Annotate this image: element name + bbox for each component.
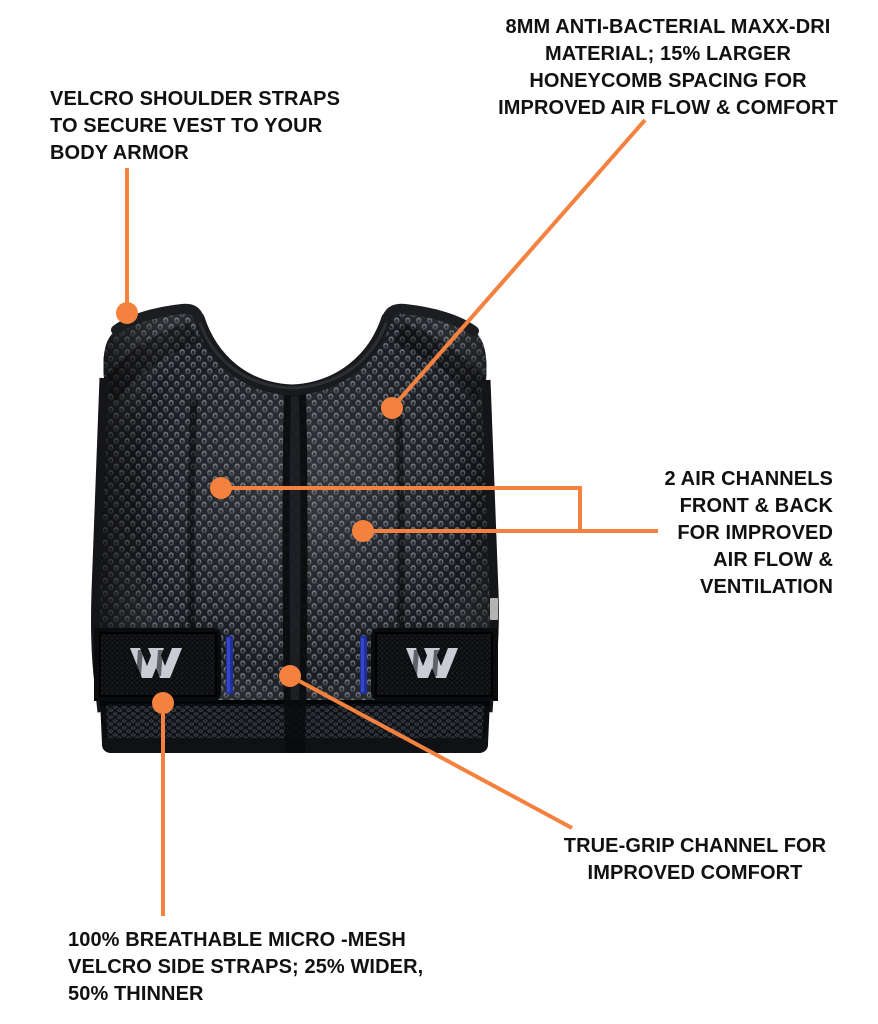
callout-text-maxx-dri-material: 8MM ANTI-BACTERIAL MAXX-DRI MATERIAL; 15…: [498, 16, 838, 119]
callout-text-true-grip-channel: TRUE-GRIP CHANNEL FOR IMPROVED COMFORT: [563, 835, 827, 884]
product-vest-image: [86, 292, 526, 762]
callout-text-velcro-shoulder-straps: VELCRO SHOULDER STRAPS TO SECURE VEST TO…: [50, 88, 341, 164]
callout-text-breathable-side-straps: 100% BREATHABLE MICRO -MESH VELCRO SIDE …: [68, 929, 424, 1005]
callout-text-air-channels: 2 AIR CHANNELS FRONT & BACK FOR IMPROVED…: [664, 468, 833, 598]
brand-logo-left: [130, 648, 182, 678]
brand-logo-right: [406, 648, 458, 678]
side-strap-left: [94, 628, 233, 701]
vest-bottom-band: [100, 700, 490, 753]
